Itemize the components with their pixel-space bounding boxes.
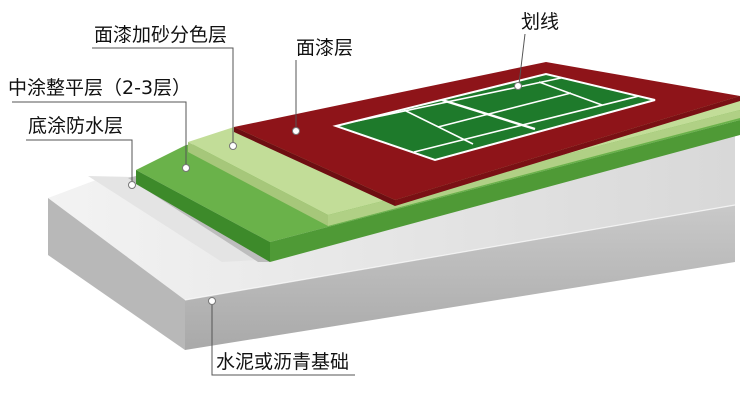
label-topcoat: 面漆层 — [296, 37, 353, 59]
label-base: 底涂防水层 — [28, 115, 123, 137]
court-lines — [332, 72, 656, 162]
label-top-sand: 面漆加砂分色层 — [94, 24, 227, 46]
dot-foundation — [208, 297, 216, 305]
dot-lines — [514, 82, 522, 90]
leader-lines — [12, 33, 526, 376]
dot-sand — [229, 142, 237, 150]
dot-mid — [182, 164, 190, 172]
dot-topcoat — [292, 127, 300, 135]
dot-base — [128, 181, 136, 189]
label-mid: 中涂整平层（2-3层） — [8, 77, 191, 99]
anchor-dots — [128, 82, 522, 305]
label-lines: 划线 — [521, 11, 559, 33]
label-foundation: 水泥或沥青基础 — [216, 351, 349, 373]
